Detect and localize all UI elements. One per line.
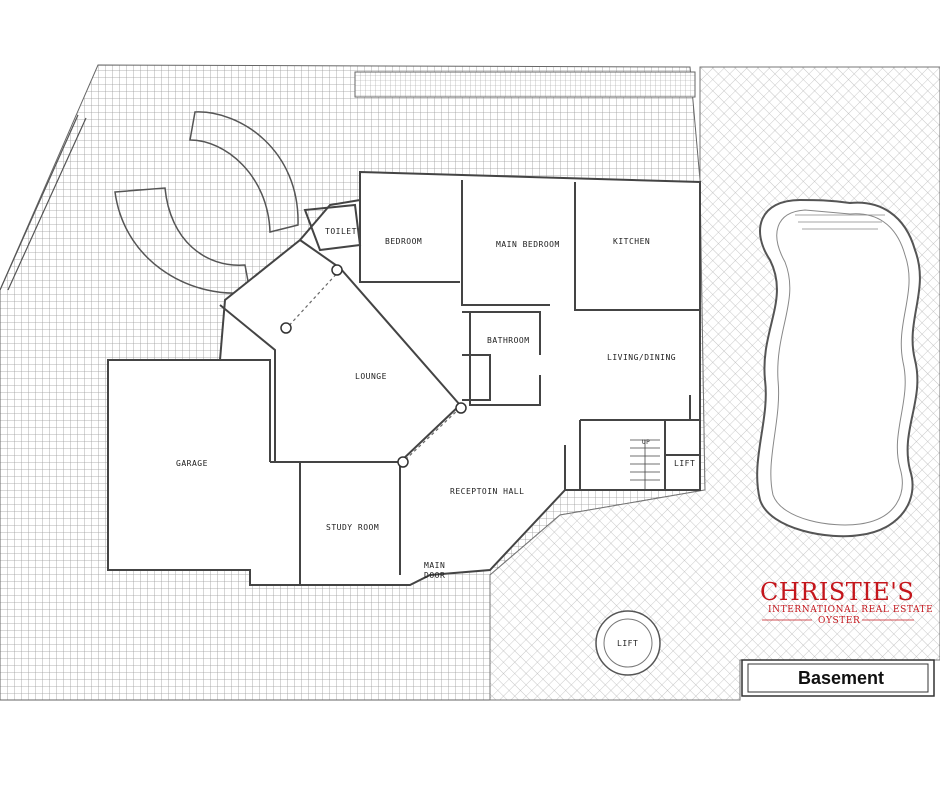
- room-label-main-door-1: MAIN: [424, 561, 445, 570]
- room-label-main-door-2: DOOR: [424, 571, 445, 580]
- room-label-kitchen: KITCHEN: [613, 237, 650, 246]
- house-floor: [107, 170, 701, 586]
- room-label-main-bedroom: MAIN BEDROOM: [496, 240, 560, 249]
- columns: [280, 264, 467, 468]
- room-label-lift-outside: LIFT: [617, 639, 638, 648]
- logo-brand: CHRISTIE'S: [760, 578, 914, 606]
- staircase: [630, 439, 660, 490]
- room-label-bedroom: BEDROOM: [385, 237, 422, 246]
- dashed-dividers: [284, 269, 461, 461]
- room-label-study-room: STUDY ROOM: [326, 523, 379, 532]
- swimming-pool: [756, 198, 921, 538]
- title-plate: [741, 659, 935, 697]
- outside-lift: [595, 610, 661, 676]
- floor-title: Basement: [798, 668, 884, 688]
- room-label-lounge: LOUNGE: [355, 372, 387, 381]
- room-label-living-dining: LIVING/DINING: [607, 353, 676, 362]
- logo-office: OYSTER: [818, 616, 860, 626]
- christies-logo: CHRISTIE'S INTERNATIONAL REAL ESTATE OYS…: [760, 578, 933, 626]
- room-label-bathroom: BATHROOM: [487, 336, 530, 345]
- room-label-garage: GARAGE: [176, 459, 208, 468]
- room-label-toilet: TOILET: [325, 227, 357, 236]
- room-label-reception-hall: RECEPTOIN HALL: [450, 487, 524, 496]
- left-boundary-wall: [0, 114, 87, 291]
- logo-tagline: INTERNATIONAL REAL ESTATE: [768, 605, 933, 615]
- room-label-lift-inside: LIFT: [674, 459, 695, 468]
- room-label-stair-up: UP: [642, 439, 650, 446]
- upper-strip: [354, 71, 696, 98]
